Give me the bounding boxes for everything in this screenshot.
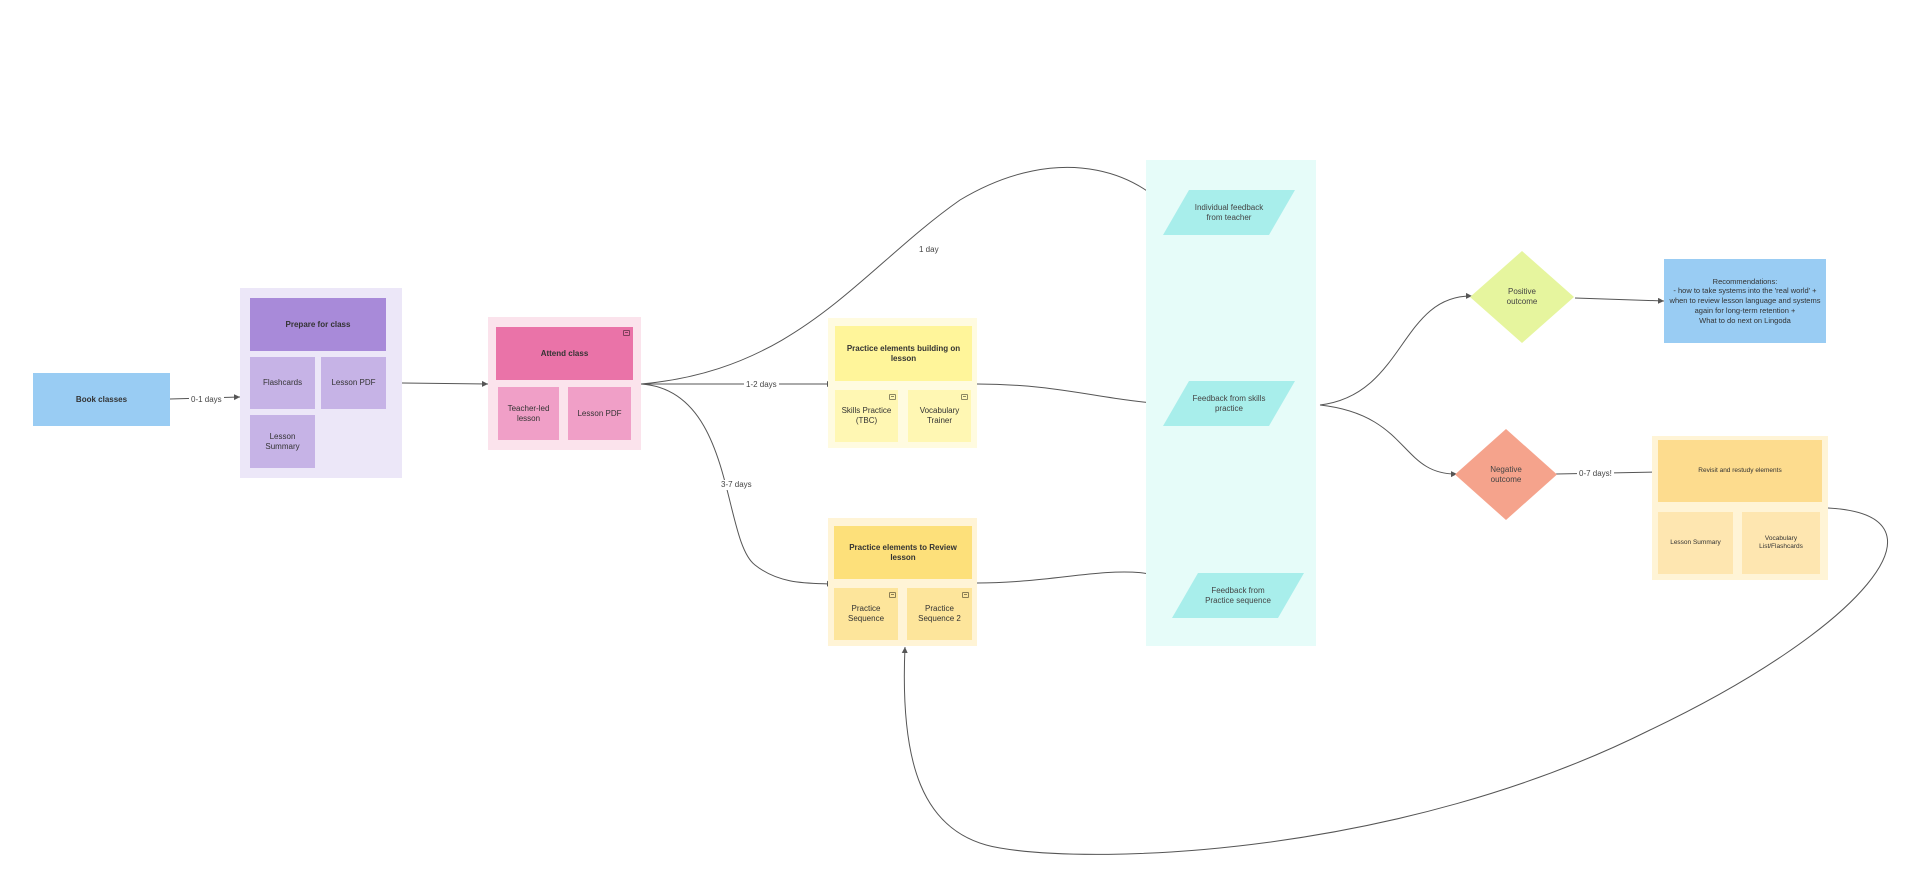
feedback-teacher-node[interactable]: Individual feedback from teacher <box>1163 190 1295 235</box>
positive-outcome-label: Positive outcome <box>1506 287 1538 306</box>
prepare-title: Prepare for class <box>250 298 386 351</box>
note-icon <box>962 592 969 598</box>
prepare-lesson-summary-card[interactable]: Lesson Summary <box>250 415 315 468</box>
diamond-polygon <box>1455 429 1557 520</box>
negative-outcome-label: Negative outcome <box>1490 464 1522 484</box>
feedback-teacher-label: Individual feedback from teacher <box>1194 202 1264 222</box>
edge-feedback-to-negative <box>1319 404 1458 478</box>
feedback-skills-node[interactable]: Feedback from skills practice <box>1163 381 1295 426</box>
diamond-polygon <box>1470 251 1574 343</box>
edge-label-attend-to-teacher: 1 day <box>917 245 941 255</box>
note-icon <box>623 330 630 336</box>
edge-label-attend-to-building: 1-2 days <box>744 380 779 390</box>
practice-sequence-card[interactable]: Practice Sequence <box>834 588 898 640</box>
attend-teacher-led-card[interactable]: Teacher-led lesson <box>498 387 559 440</box>
revisit-group[interactable]: Revisit and restudy elements Lesson Summ… <box>1652 436 1828 580</box>
attend-group[interactable]: Attend class Teacher-led lesson Lesson P… <box>488 317 641 450</box>
prepare-group[interactable]: Prepare for class Flashcards Lesson PDF … <box>240 288 402 478</box>
prepare-lesson-pdf-card[interactable]: Lesson PDF <box>321 357 386 409</box>
practice-sequence-2-card[interactable]: Practice Sequence 2 <box>907 588 972 640</box>
positive-outcome-node[interactable]: Positive outcome <box>1470 251 1574 343</box>
practice-review-group[interactable]: Practice elements to Review lesson Pract… <box>828 518 977 646</box>
edge-positive-to-recommendations <box>1574 297 1665 304</box>
edge-attend-to-practice-review <box>640 383 834 587</box>
practice-building-title: Practice elements building on lesson <box>835 326 972 381</box>
edge-attend-to-feedback-teacher <box>640 167 1186 385</box>
revisit-lesson-summary-card[interactable]: Lesson Summary <box>1658 512 1733 574</box>
diamond-shape <box>1455 429 1557 520</box>
practice-vocab-card[interactable]: Vocabulary Trainer <box>908 390 971 442</box>
edge-label-attend-to-review: 3-7 days <box>719 480 754 490</box>
attend-lesson-pdf-card[interactable]: Lesson PDF <box>568 387 631 440</box>
negative-outcome-node[interactable]: Negative outcome <box>1455 429 1557 520</box>
practice-review-title: Practice elements to Review lesson <box>834 526 972 579</box>
edge-label-book-to-prepare: 0-1 days <box>189 395 224 405</box>
recommendations-node[interactable]: Recommendations: - how to take systems i… <box>1664 259 1826 343</box>
note-icon <box>961 394 968 400</box>
feedback-skills-label: Feedback from skills practice <box>1192 393 1266 413</box>
book-classes-node[interactable]: Book classes <box>33 373 170 426</box>
edge-revisit-loop-to-review <box>901 507 1888 855</box>
note-icon <box>889 394 896 400</box>
edge-label-negative-to-revisit: 0-7 days! <box>1577 469 1614 479</box>
practice-skills-card[interactable]: Skills Practice (TBC) <box>835 390 898 442</box>
diamond-shape <box>1470 251 1574 343</box>
revisit-vocab-list-card[interactable]: Vocabulary List/Flashcards <box>1742 512 1820 574</box>
revisit-title: Revisit and restudy elements <box>1658 440 1822 502</box>
edge-feedback-to-positive <box>1319 292 1473 406</box>
practice-building-group[interactable]: Practice elements building on lesson Ski… <box>828 318 977 448</box>
feedback-sequence-label: Feedback from Practice sequence <box>1205 585 1271 605</box>
edge-prepare-to-attend <box>401 380 489 387</box>
prepare-flashcards-card[interactable]: Flashcards <box>250 357 315 409</box>
note-icon <box>889 592 896 598</box>
attend-title: Attend class <box>496 327 633 380</box>
feedback-sequence-node[interactable]: Feedback from Practice sequence <box>1172 573 1304 618</box>
